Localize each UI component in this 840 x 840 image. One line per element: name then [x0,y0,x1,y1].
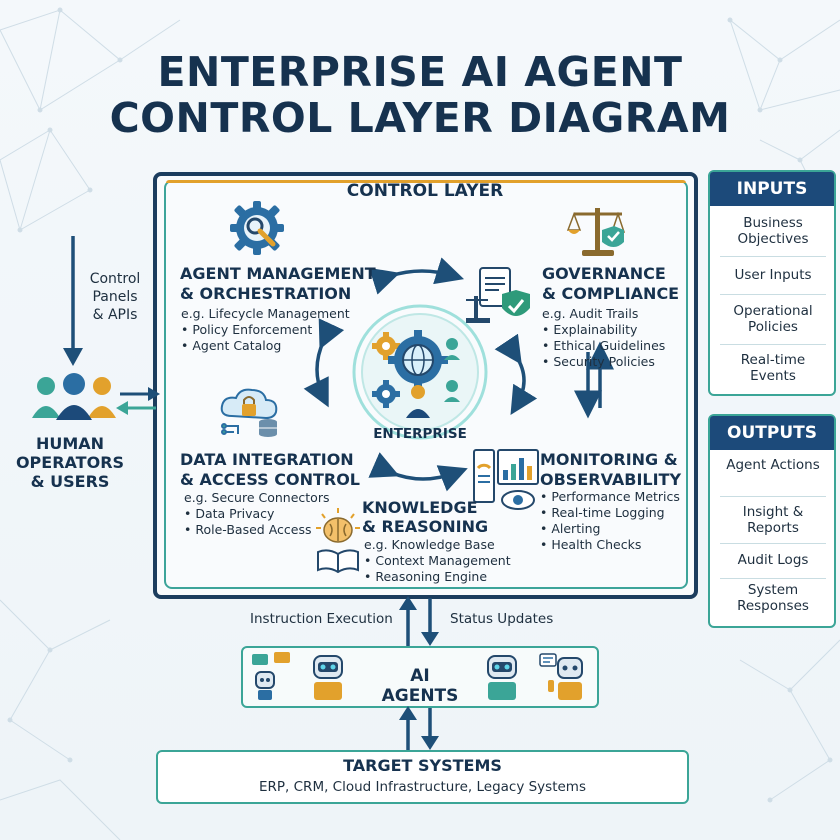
outputs-item: Insight & Reports [742,504,804,536]
outputs-item: System Responses [737,582,809,614]
agent-management-item: e.g. Lifecycle Management [181,306,350,321]
down-arrow [63,236,83,366]
bidirectional-arrow [116,387,160,415]
inputs-item: User Inputs [734,267,812,283]
governance-item: • Explainability [542,322,638,337]
monitoring-item: • Alerting [540,521,601,536]
agent-management-title-2: & ORCHESTRATION [180,284,352,303]
data-integration-item: • Role-Based Access [184,522,312,537]
enterprise-label: ENTERPRISE [373,426,467,442]
inputs-item: Real-time Events [740,352,806,384]
cloud-lock-icon [220,388,278,437]
inputs-header: INPUTS [710,172,834,206]
target-systems-box [156,750,689,804]
governance-item: e.g. Audit Trails [542,306,639,321]
inputs-item: Business Objectives [737,215,809,247]
document-shield-icon [466,267,530,323]
monitoring-item: • Real-time Logging [540,505,665,520]
knowledge-item: • Context Management [364,553,511,568]
outputs-item: Agent Actions [726,457,820,473]
control-panels-label: Control Panels & APIs [89,271,141,323]
internal-arrows [303,257,614,492]
instruction-execution-label: Instruction Execution [250,611,393,627]
inputs-panel: INPUTS Business Objectives User Inputs O… [708,170,836,396]
people-icon [32,373,116,420]
agent-management-item: • Policy Enforcement [181,322,313,337]
data-integration-title-2: & ACCESS CONTROL [180,470,360,489]
outputs-item: Audit Logs [737,552,809,568]
inputs-item: Operational Policies [733,303,813,335]
governance-item: • Security Policies [542,354,655,369]
globe-gear-icon [372,330,460,418]
control-layer-label: CONTROL LAYER [346,181,504,201]
dashboard-icon [473,449,539,510]
page-title-line1: ENTERPRISE AI AGENT [157,48,683,96]
agent-management-title-1: AGENT MANAGEMENT [180,264,376,283]
knowledge-title-1: KNOWLEDGE [362,498,478,517]
ai-agents-label: AI AGENTS [381,666,459,706]
monitoring-title-2: OBSERVABILITY [540,470,682,489]
outputs-panel: OUTPUTS Agent Actions Insight & Reports … [708,414,836,628]
knowledge-item: e.g. Knowledge Base [364,537,495,552]
agent-management-item: • Agent Catalog [181,338,282,353]
agent-target-arrows [399,706,439,750]
governance-title-1: GOVERNANCE [542,264,666,283]
page-title-line2: CONTROL LAYER DIAGRAM [109,94,731,142]
knowledge-item: • Reasoning Engine [364,569,488,584]
scales-icon [566,208,626,256]
control-layer-accent [166,180,686,183]
governance-title-2: & COMPLIANCE [542,284,680,303]
robot-icon [252,652,343,700]
gear-icon [230,201,284,255]
robot-icon [487,653,583,700]
monitoring-item: • Health Checks [540,537,642,552]
data-integration-title-1: DATA INTEGRATION [180,450,354,469]
data-integration-item: • Data Privacy [184,506,275,521]
target-systems-subtitle: ERP, CRM, Cloud Infrastructure, Legacy S… [259,779,586,795]
governance-item: • Ethical Guidelines [542,338,666,353]
outputs-header: OUTPUTS [710,416,834,450]
monitoring-title-1: MONITORING & [540,450,678,469]
target-systems-title: TARGET SYSTEMS [343,756,502,775]
control-agent-arrows [399,596,439,646]
monitoring-item: • Performance Metrics [540,489,680,504]
knowledge-title-2: & REASONING [362,517,489,536]
status-updates-label: Status Updates [450,611,554,627]
human-operators-label: HUMAN OPERATORS & USERS [15,434,125,491]
brain-book-icon [316,508,360,574]
data-integration-item: e.g. Secure Connectors [184,490,330,505]
